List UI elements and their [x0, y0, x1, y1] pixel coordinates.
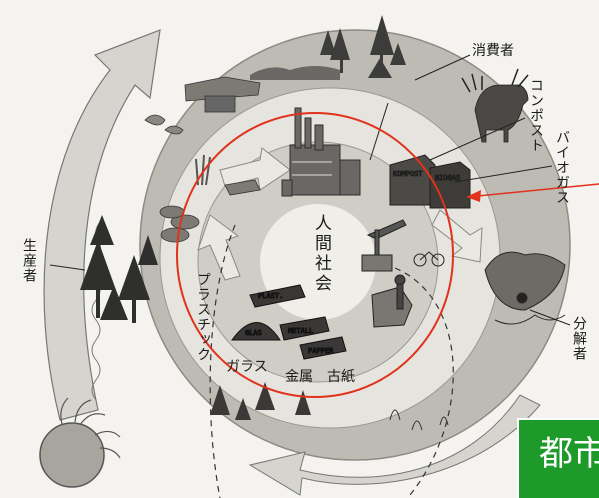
- compost-tank-label: KOMPOST: [393, 170, 423, 178]
- biogas-tank-label: BIOGAS: [435, 174, 460, 182]
- timber-logs-icon: [159, 179, 261, 243]
- label-decomposers: 分解者: [571, 316, 587, 361]
- city-highlight-circle: [176, 112, 454, 398]
- crate-label-plast: PLAST.: [258, 292, 283, 300]
- inner-arrow-right: [431, 209, 483, 263]
- label-glass: ガラス: [226, 359, 268, 375]
- decomposers-icon: [484, 251, 566, 325]
- leader-producers: [49, 264, 86, 271]
- bottom-cycle-arrow: [248, 394, 541, 496]
- recycling-station-icon: [361, 219, 445, 328]
- factory-icon: [281, 107, 361, 197]
- city-banner: 都市: [517, 418, 599, 498]
- leader-consumers-2: [369, 102, 389, 161]
- bottom-forest-icon: [210, 382, 449, 431]
- inner-arrow-left: [197, 214, 241, 281]
- farm-buildings-icon: [144, 76, 261, 135]
- label-consumers: 消費者: [472, 43, 514, 59]
- label-society: 人間社会: [311, 214, 331, 294]
- leader-compost: [429, 117, 526, 161]
- leader-biogas: [454, 165, 553, 183]
- label-biogas: バイオガス: [554, 130, 570, 205]
- sun-icon: [39, 422, 105, 488]
- recycling-crates-icon: PLAST. METALL PAPPER GLAS: [231, 284, 347, 360]
- sun-rays-icon: [60, 397, 121, 459]
- left-growth-arrow: [43, 29, 161, 421]
- crate-label-papper: PAPPER: [308, 347, 334, 355]
- crate-label-metall: METALL: [288, 327, 313, 335]
- biogas-pointer-line: [477, 183, 599, 197]
- label-paper: 古紙: [327, 369, 355, 385]
- leader-consumers: [414, 54, 471, 81]
- top-forest-icon: [250, 15, 406, 80]
- biogas-pointer-arrowhead-icon: [466, 190, 481, 202]
- leader-decomposers: [529, 309, 571, 326]
- moose-icon: [461, 68, 529, 143]
- left-forest-icon: [80, 215, 158, 323]
- label-producers: 生産者: [21, 238, 37, 283]
- city-banner-text: 都市: [539, 434, 599, 474]
- dashed-return-path-right: [394, 267, 454, 496]
- label-metal: 金属: [285, 369, 313, 385]
- dashed-return-path-left: [209, 224, 236, 498]
- label-compost: コンポスト: [528, 78, 544, 153]
- crate-label-glas: GLAS: [245, 329, 262, 337]
- label-plastic: プラスチック: [195, 272, 211, 362]
